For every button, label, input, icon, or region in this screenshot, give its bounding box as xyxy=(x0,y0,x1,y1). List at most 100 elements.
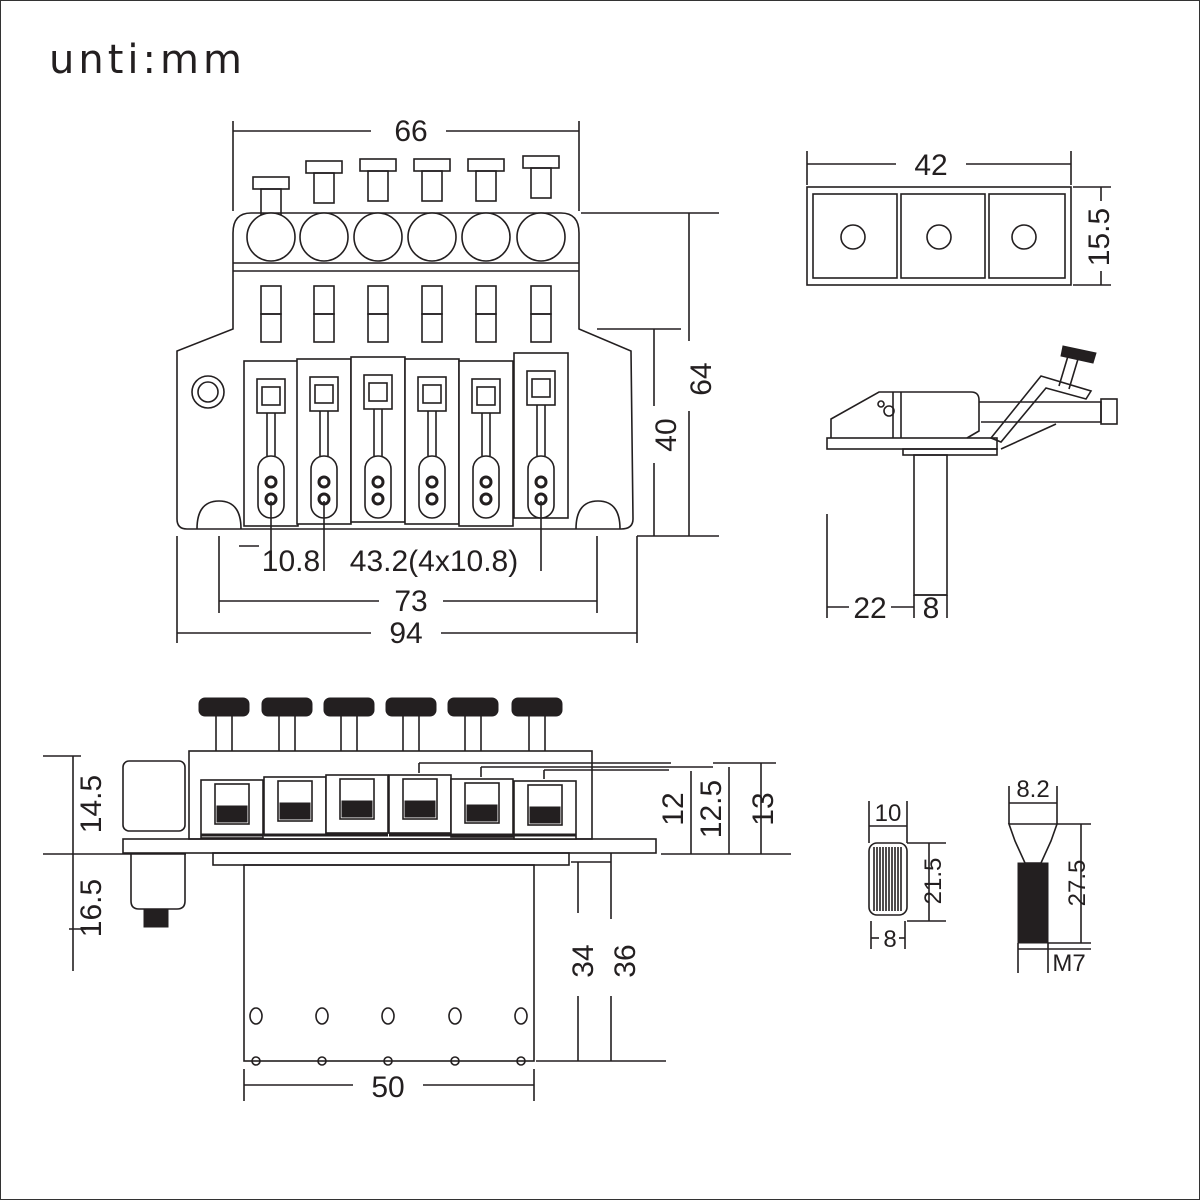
knob-body xyxy=(868,842,908,916)
saddle-block-front xyxy=(339,778,375,820)
saddle-screw-top xyxy=(367,285,389,315)
dimension-73: 73 xyxy=(218,536,598,618)
saddle-clamp xyxy=(309,376,339,412)
dimension-12-13: 12 12.5 13 xyxy=(657,762,791,855)
fine-tuner-knob xyxy=(323,697,375,717)
dim-42-label: 42 xyxy=(914,149,947,182)
dim-knob-21-5-label: 21.5 xyxy=(920,858,947,905)
block-hole xyxy=(514,1007,528,1025)
saddle-screw-top xyxy=(260,285,282,315)
saddle-screw-lower xyxy=(475,313,497,343)
dim-screw-m7-label: M7 xyxy=(1052,950,1085,977)
saddle-block-front xyxy=(402,778,438,820)
dimension-66: 66 xyxy=(232,115,580,211)
dim-16-5-label: 16.5 xyxy=(75,879,108,937)
saddle-knurl xyxy=(404,800,436,818)
saddle-knurl xyxy=(529,806,561,824)
saddle-clamp-screw xyxy=(422,384,442,404)
saddle-screw-lower xyxy=(421,313,443,343)
baseplate-outline xyxy=(176,212,634,530)
saddle-clamp-screw xyxy=(368,382,388,402)
dim-34-label: 34 xyxy=(567,944,600,977)
unit-label: unti:mm xyxy=(49,37,246,83)
fine-tuner-knob xyxy=(385,697,437,717)
saddle-knurl xyxy=(466,804,498,822)
stud-hole-inner xyxy=(197,381,219,403)
string-hole xyxy=(425,492,439,506)
saddle-knurl xyxy=(279,802,311,820)
dim-66-label: 66 xyxy=(394,115,427,148)
saddle-clamp xyxy=(417,376,447,412)
string-hole xyxy=(479,492,493,506)
string-hole xyxy=(317,475,331,489)
saddle-screw-lower xyxy=(367,313,389,343)
dim-64-label: 64 xyxy=(685,362,718,395)
saddle-clamp xyxy=(526,370,556,406)
fine-tuner-knob-front xyxy=(122,760,186,832)
block-notch xyxy=(516,1056,526,1066)
block-notch xyxy=(450,1056,460,1066)
dim-knob-10-label: 10 xyxy=(875,800,902,827)
dimension-16-5: 16.5 xyxy=(69,879,108,937)
saddle-front xyxy=(325,774,389,834)
fine-tuner-knob xyxy=(198,697,250,717)
dim-73-label: 73 xyxy=(394,585,427,618)
fine-tuner-top xyxy=(305,160,343,174)
saddle-screw-lower xyxy=(313,313,335,343)
fine-tuner-top xyxy=(467,158,505,172)
stud-notch-right xyxy=(575,500,621,530)
saddle-knurl xyxy=(216,805,248,823)
saddle-clamp xyxy=(471,378,501,414)
fine-tuner-top xyxy=(413,158,451,172)
saddle-clamp-screw xyxy=(476,386,496,406)
post-knurl xyxy=(143,908,169,928)
fine-tuner-shaft-top xyxy=(421,170,443,202)
dimension-64: 64 xyxy=(581,212,719,537)
saddle-block-front xyxy=(214,783,250,825)
dimension-14-5: 14.5 xyxy=(43,755,186,971)
fine-tuner-knob-side xyxy=(1060,345,1097,364)
dim-22-label: 22 xyxy=(853,592,886,625)
dimension-40: 40 xyxy=(597,328,683,536)
block-notch xyxy=(383,1056,393,1066)
tuner-hole xyxy=(516,212,566,262)
dim-screw-8-2-label: 8.2 xyxy=(1016,776,1049,803)
sustain-block-front xyxy=(243,864,535,1062)
nut-clamp-outline xyxy=(806,186,1072,286)
dim-15-5-label: 15.5 xyxy=(1083,208,1116,266)
fine-tuner-knob-detail: 10 21.5 8 xyxy=(868,800,947,953)
dim-14-5-label: 14.5 xyxy=(75,775,108,833)
sustain-block-side xyxy=(913,454,948,596)
front-view-bridge xyxy=(122,697,713,1066)
saddle-clamp-screw xyxy=(531,378,551,398)
stud-hole-outer xyxy=(191,375,225,409)
fine-tuner-shaft-top xyxy=(313,172,335,204)
dimension-string-spacing: 10.8 43.2(4x10.8) xyxy=(239,501,542,578)
string-hole xyxy=(425,475,439,489)
dim-13-label: 13 xyxy=(747,792,780,825)
dim-36-label: 36 xyxy=(609,944,642,977)
saddle-clamp-screw xyxy=(261,386,281,406)
saddle-block-front xyxy=(464,782,500,824)
tuner-hole xyxy=(299,212,349,262)
string-hole xyxy=(534,475,548,489)
string-hole xyxy=(371,492,385,506)
dim-43-2-label: 43.2(4x10.8) xyxy=(350,545,518,578)
dim-50-label: 50 xyxy=(371,1071,404,1104)
fine-tuner-top xyxy=(522,155,560,169)
block-hole xyxy=(315,1007,329,1025)
saddle-screw-top xyxy=(475,285,497,315)
dim-94-label: 94 xyxy=(389,617,422,650)
block-hole xyxy=(381,1007,395,1025)
fine-tuner-shaft-top xyxy=(530,167,552,199)
dim-12-5-label: 12.5 xyxy=(695,780,728,838)
baseplate-front xyxy=(122,838,657,854)
block-hole xyxy=(249,1007,263,1025)
saddle-clamp-screw xyxy=(314,384,334,404)
fine-tuner-shaft-top xyxy=(475,170,497,202)
tuner-hole xyxy=(461,212,511,262)
block-notch xyxy=(317,1056,327,1066)
tuner-hole xyxy=(246,212,296,262)
